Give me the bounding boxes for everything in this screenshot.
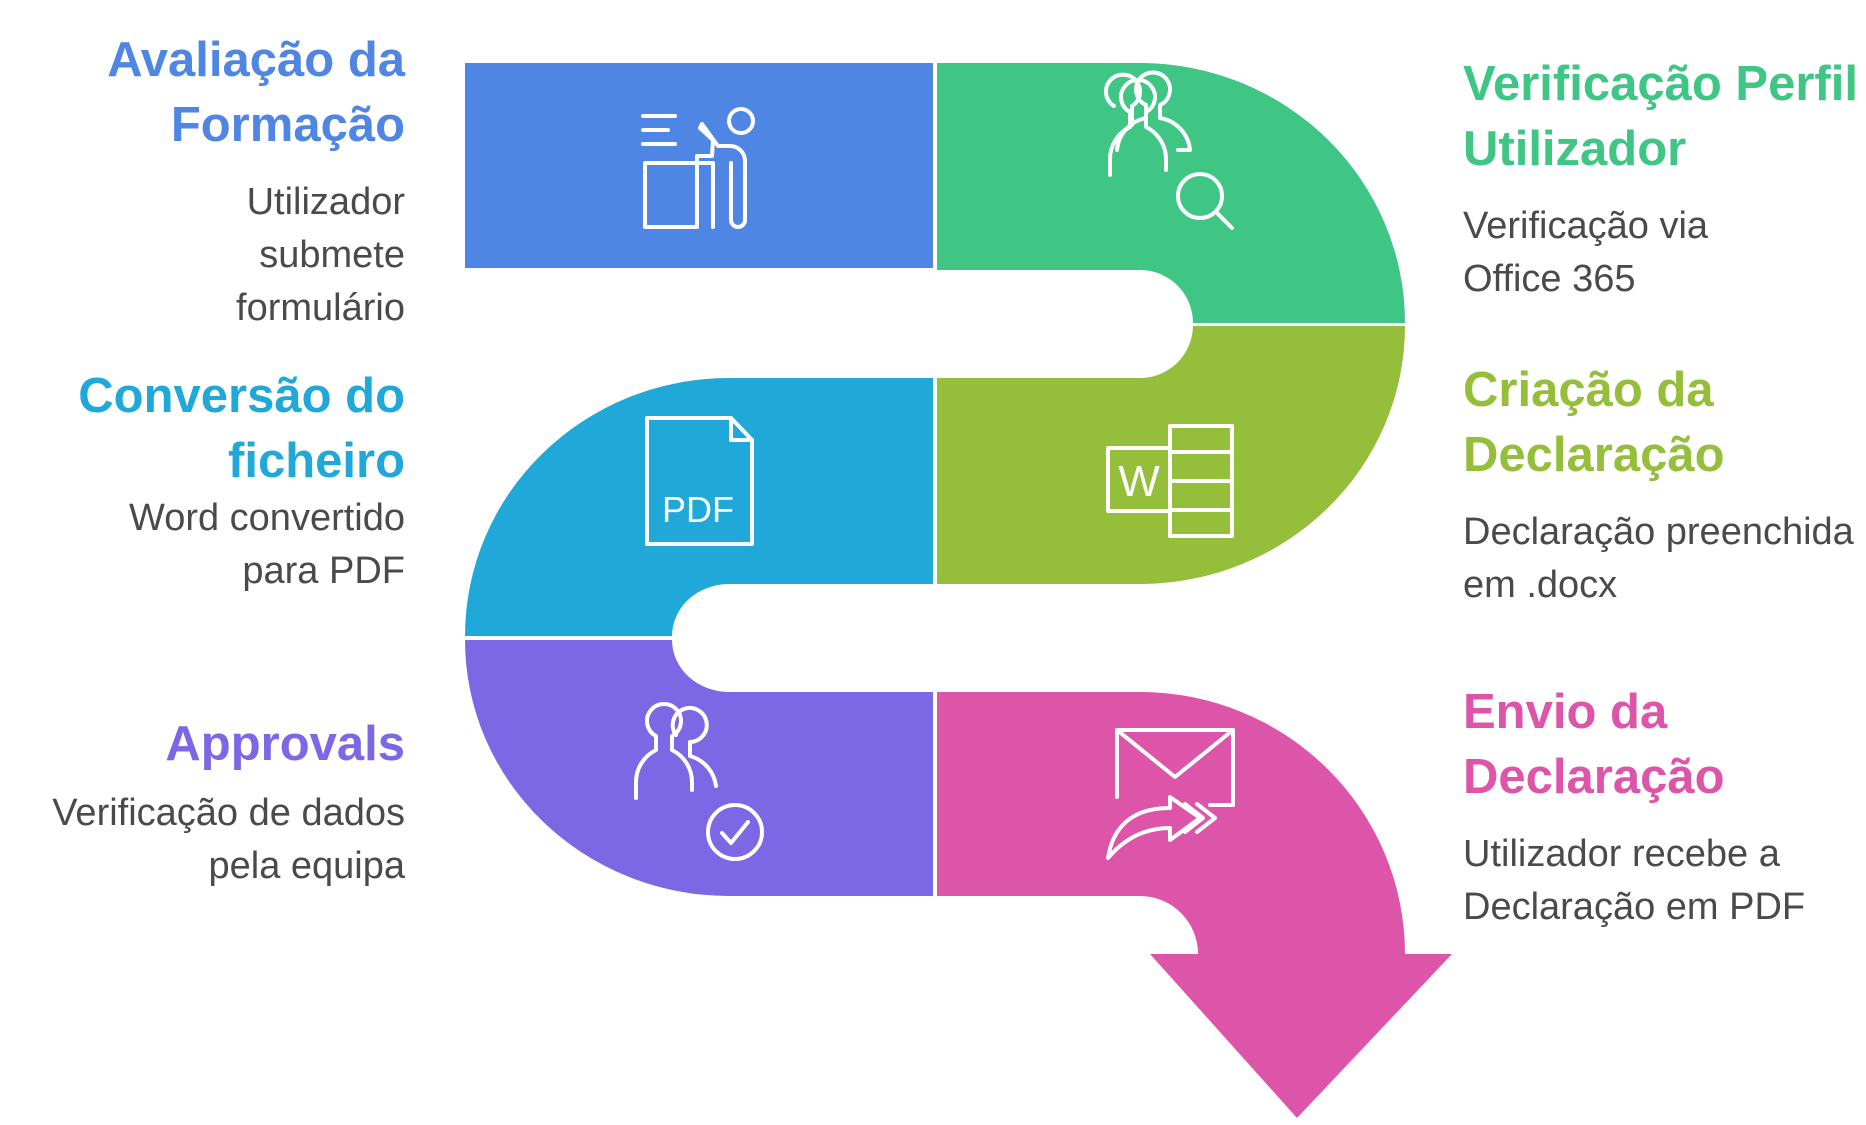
step-6-title: Envio da Declaração bbox=[1463, 685, 1725, 804]
step-4-segment bbox=[465, 378, 933, 636]
step-6-label: Envio da Declaração Utilizador recebe a … bbox=[1463, 680, 1843, 934]
step-2-segment bbox=[937, 63, 1405, 323]
step-4-description: Word convertido para PDF bbox=[129, 497, 405, 592]
person-at-desk-icon bbox=[641, 107, 755, 229]
step-1-title: Avaliação da Formação bbox=[107, 33, 405, 152]
step-2-description: Verificação via Office 365 bbox=[1463, 205, 1709, 300]
step-2-title: Verificação Perfil Utilizador bbox=[1463, 57, 1858, 176]
step-5-description: Verificação de dados pela equipa bbox=[52, 792, 405, 887]
step-4-title: Conversão do ficheiro bbox=[78, 369, 405, 488]
pdf-file-icon: PDF bbox=[645, 416, 754, 546]
step-3-title: Criação da Declaração bbox=[1463, 363, 1725, 482]
word-document-icon: W bbox=[1106, 424, 1234, 538]
step-5-label: Approvals Verificação de dados pela equi… bbox=[25, 712, 405, 893]
mail-send-icon bbox=[1106, 728, 1235, 860]
step-3-description: Declaração preenchida em .docx bbox=[1463, 511, 1854, 606]
step-1-label: Avaliação da Formação Utilizador submete… bbox=[25, 28, 405, 335]
step-6-description: Utilizador recebe a Declaração em PDF bbox=[1463, 833, 1806, 928]
step-1-description: Utilizador submete formulário bbox=[236, 181, 405, 329]
step-5-title: Approvals bbox=[165, 717, 405, 771]
step-4-label: Conversão do ficheiro Word convertido pa… bbox=[25, 364, 405, 598]
step-6-segment bbox=[937, 692, 1452, 1118]
users-check-icon bbox=[633, 702, 764, 861]
step-5-segment bbox=[465, 640, 933, 896]
step-2-label: Verificação Perfil Utilizador Verificaçã… bbox=[1463, 52, 1863, 306]
step-3-label: Criação da Declaração Declaração preench… bbox=[1463, 358, 1866, 612]
users-search-icon bbox=[1104, 70, 1234, 230]
word-letter: W bbox=[1118, 457, 1160, 506]
pdf-label: PDF bbox=[662, 489, 734, 530]
